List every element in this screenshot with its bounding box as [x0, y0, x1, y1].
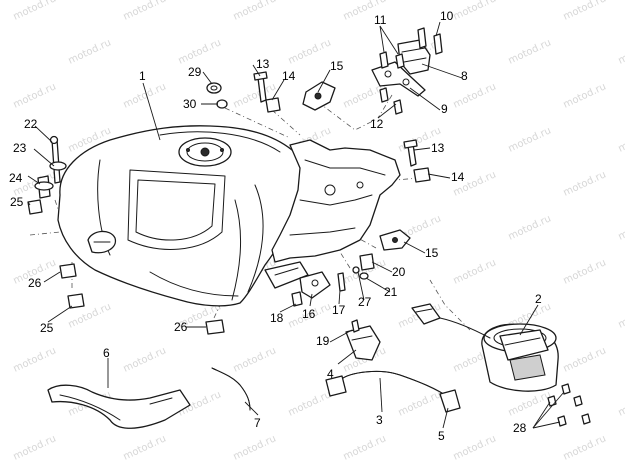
watermark-text: motod.ru [507, 213, 553, 242]
watermark-text: motod.ru [122, 345, 168, 374]
callout-14-top: 14 [282, 69, 296, 83]
clip-20 [359, 253, 375, 271]
washer-30 [216, 99, 228, 109]
watermark-text: motod.ru [287, 37, 333, 66]
bracket-16 [299, 271, 331, 299]
watermark-text: motod.ru [617, 389, 625, 418]
watermark-text: motod.ru [452, 81, 498, 110]
callout-17: 17 [332, 303, 346, 317]
callout-2: 2 [535, 292, 542, 306]
watermark-text: motod.ru [507, 125, 553, 154]
callout-27: 27 [358, 295, 372, 309]
screw-17 [337, 272, 346, 292]
watermark-text: motod.ru [562, 345, 608, 374]
grommet-25-bottom [67, 293, 85, 309]
callout-9: 9 [441, 102, 448, 116]
watermark-text: motod.ru [562, 257, 608, 286]
watermark-text: motod.ru [617, 37, 625, 66]
watermark-text: motod.ru [12, 345, 58, 374]
watermark-text: motod.ru [12, 433, 58, 462]
watermark-text: motod.ru [12, 0, 58, 23]
watermark-text: motod.ru [232, 345, 278, 374]
pump-screws [547, 383, 591, 427]
watermark-text: motod.ru [122, 433, 168, 462]
callout-26-left: 26 [28, 276, 42, 290]
callout-26-bottom: 26 [174, 320, 188, 334]
callout-labels: 1 2 3 4 5 6 7 8 9 10 11 12 13 13 14 14 1… [9, 9, 542, 443]
callout-5: 5 [438, 429, 445, 443]
callout-25-bottom: 25 [40, 321, 54, 335]
grommet-14-right [413, 167, 431, 183]
callout-15-top: 15 [330, 59, 344, 73]
fuel-tank [57, 125, 306, 307]
callout-30: 30 [183, 97, 197, 111]
watermark-text: motod.ru [287, 389, 333, 418]
rubber-pad-top [302, 81, 336, 111]
callout-6: 6 [103, 346, 110, 360]
bolt-13-right [403, 139, 418, 167]
watermark-text: motod.ru [232, 433, 278, 462]
pad-26-bottom [205, 319, 225, 335]
callout-24: 24 [9, 171, 23, 185]
callout-18: 18 [270, 311, 284, 325]
nut-27 [352, 266, 360, 274]
callout-16: 16 [302, 307, 316, 321]
top-bracket-assembly [371, 27, 443, 115]
fuel-pump [411, 303, 559, 392]
clip-18 [291, 291, 303, 307]
watermark-text: motod.ru [617, 125, 625, 154]
leader-lines [27, 21, 565, 429]
watermark-text: motod.ru [122, 0, 168, 23]
watermark-text: motod.ru [342, 433, 388, 462]
washer-21 [359, 272, 369, 280]
callout-25-left: 25 [10, 195, 24, 209]
callout-10: 10 [440, 9, 454, 23]
drain-hose [211, 367, 251, 411]
pad-26-left [59, 263, 77, 279]
callout-23: 23 [13, 141, 27, 155]
watermark-text: motod.ru [452, 433, 498, 462]
watermark-text: motod.ru [67, 37, 113, 66]
callout-19: 19 [316, 334, 330, 348]
callout-29: 29 [188, 65, 202, 79]
watermark-text: motod.ru [617, 301, 625, 330]
callout-11: 11 [374, 13, 387, 27]
washer-23 [49, 161, 67, 171]
callout-28: 28 [513, 421, 527, 435]
watermark-text: motod.ru [232, 0, 278, 23]
callout-20: 20 [392, 265, 406, 279]
callout-1: 1 [139, 69, 146, 83]
grommet-25-left [27, 199, 43, 215]
grommet-14-top [265, 97, 281, 113]
callout-13-top: 13 [256, 57, 270, 71]
callout-21: 21 [384, 285, 398, 299]
watermark-text: motod.ru [452, 0, 498, 23]
watermark-text: motod.ru [12, 81, 58, 110]
tank-mounting-frame [264, 139, 401, 289]
watermark-text: motod.ru [507, 389, 553, 418]
watermark-text: motod.ru [562, 0, 608, 23]
watermark-text: motod.ru [562, 81, 608, 110]
callout-3: 3 [376, 413, 383, 427]
watermark-text: motod.ru [562, 169, 608, 198]
callout-14-right: 14 [451, 170, 465, 184]
callout-13-right: 13 [431, 141, 445, 155]
watermark-text: motod.ru [507, 37, 553, 66]
callout-7: 7 [254, 416, 261, 430]
watermark-text: motod.ru [562, 433, 608, 462]
callout-22: 22 [24, 117, 38, 131]
callout-12: 12 [370, 117, 384, 131]
heat-shield [47, 384, 191, 429]
watermark-text: motod.ru [177, 37, 223, 66]
watermark-text: motod.ru [452, 257, 498, 286]
callout-15-right: 15 [425, 246, 439, 260]
watermark-text: motod.ru [617, 213, 625, 242]
watermark-text: motod.ru [397, 389, 443, 418]
callout-4: 4 [327, 367, 334, 381]
callout-8: 8 [461, 69, 468, 83]
washer-29 [206, 82, 222, 94]
watermark-text: motod.ru [122, 81, 168, 110]
